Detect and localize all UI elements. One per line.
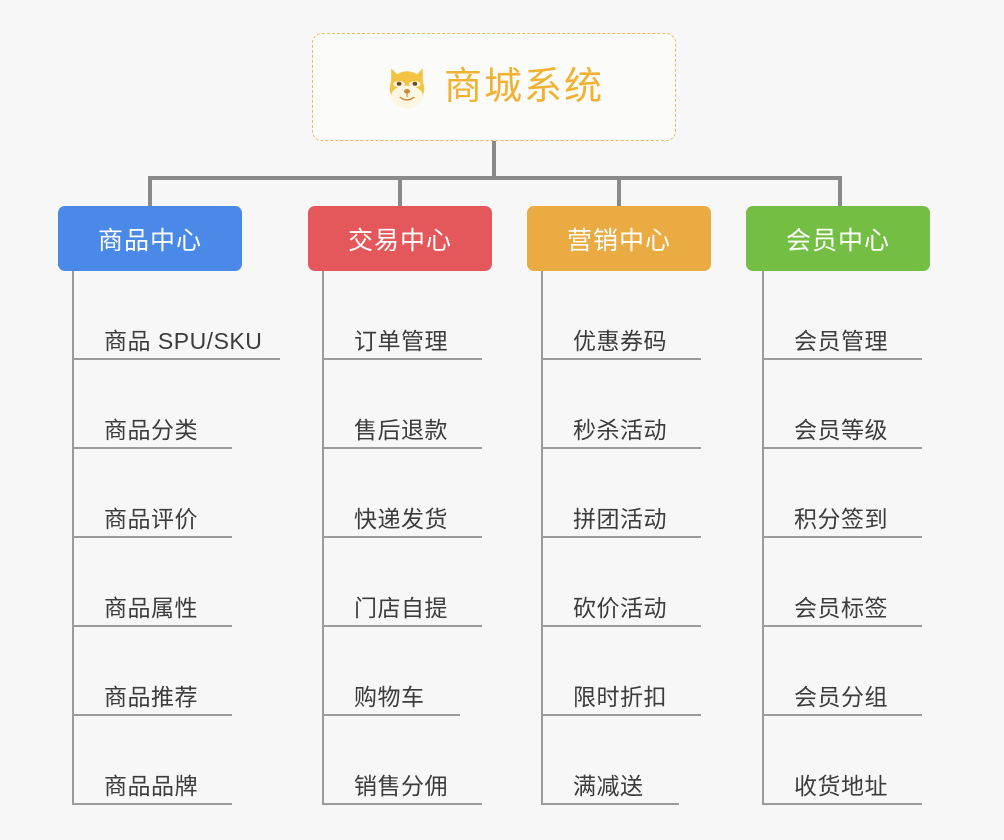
leaf-item[interactable]: 售后退款 (322, 360, 482, 449)
leaf-item[interactable]: 优惠券码 (541, 271, 701, 360)
leaf-item-label: 积分签到 (794, 505, 888, 532)
leaf-item-label: 售后退款 (354, 416, 448, 443)
leaf-item-label: 拼团活动 (573, 505, 667, 532)
leaf-item[interactable]: 销售分佣 (322, 716, 482, 805)
leaf-item[interactable]: 门店自提 (322, 538, 482, 627)
category-label: 商品中心 (97, 226, 202, 255)
leaf-item-label: 商品推荐 (104, 683, 198, 710)
branch-drop-line (617, 176, 621, 206)
category-label: 营销中心 (566, 226, 671, 255)
leaf-item[interactable]: 购物车 (322, 627, 460, 716)
leaf-item-label: 会员分组 (794, 683, 888, 710)
leaf-item-label: 秒杀活动 (573, 416, 667, 443)
leaf-item-label: 商品分类 (104, 416, 198, 443)
leaf-trunk-line (72, 271, 74, 805)
shiba-dog-icon (389, 68, 425, 109)
leaf-item[interactable]: 商品评价 (72, 449, 232, 538)
leaf-trunk-line (762, 271, 764, 805)
leaf-item[interactable]: 会员等级 (762, 360, 922, 449)
leaf-item[interactable]: 砍价活动 (541, 538, 701, 627)
leaf-item[interactable]: 积分签到 (762, 449, 922, 538)
leaf-item[interactable]: 订单管理 (322, 271, 482, 360)
leaf-item-label: 限时折扣 (573, 683, 667, 710)
leaf-item-label: 门店自提 (354, 594, 448, 621)
leaf-item-label: 优惠券码 (573, 327, 667, 354)
leaf-item[interactable]: 满减送 (541, 716, 679, 805)
branch-drop-line (398, 176, 402, 206)
leaf-item[interactable]: 快递发货 (322, 449, 482, 538)
leaf-item[interactable]: 拼团活动 (541, 449, 701, 538)
leaf-item-label: 会员管理 (794, 327, 888, 354)
branch-drop-line (148, 176, 152, 206)
leaf-column-2: 订单管理售后退款快递发货门店自提购物车销售分佣 (322, 271, 522, 805)
root-connector-bar (148, 176, 838, 180)
category-label: 交易中心 (347, 226, 452, 255)
leaf-item[interactable]: 商品属性 (72, 538, 232, 627)
category-box-3[interactable]: 营销中心 (527, 206, 711, 271)
leaf-item[interactable]: 商品分类 (72, 360, 232, 449)
leaf-item-label: 砍价活动 (573, 594, 667, 621)
leaf-item[interactable]: 商品推荐 (72, 627, 232, 716)
root-title: 商城系统 (443, 66, 604, 108)
leaf-item[interactable]: 秒杀活动 (541, 360, 701, 449)
leaf-item[interactable]: 会员分组 (762, 627, 922, 716)
leaf-item-label: 会员等级 (794, 416, 888, 443)
root-connector-stem (492, 141, 496, 178)
leaf-item[interactable]: 会员管理 (762, 271, 922, 360)
category-box-2[interactable]: 交易中心 (308, 206, 492, 271)
leaf-item[interactable]: 收货地址 (762, 716, 922, 805)
leaf-column-1: 商品 SPU/SKU 商品分类商品评价商品属性商品推荐商品品牌 (72, 271, 320, 805)
leaf-item-label: 商品评价 (104, 505, 198, 532)
leaf-trunk-line (541, 271, 543, 805)
leaf-item-label: 快递发货 (354, 505, 448, 532)
leaf-item[interactable]: 会员标签 (762, 538, 922, 627)
leaf-item-label: 收货地址 (794, 772, 888, 799)
leaf-item[interactable]: 商品 SPU/SKU (72, 271, 280, 360)
category-label: 会员中心 (785, 226, 890, 255)
leaf-item-label: 商品 SPU/SKU (104, 327, 263, 354)
leaf-item[interactable]: 限时折扣 (541, 627, 701, 716)
category-box-4[interactable]: 会员中心 (746, 206, 930, 271)
leaf-column-4: 会员管理会员等级积分签到会员标签会员分组收货地址 (762, 271, 962, 805)
leaf-item-label: 购物车 (354, 683, 425, 710)
root-node[interactable]: 商城系统 (312, 33, 676, 141)
leaf-item-label: 订单管理 (354, 327, 448, 354)
leaf-item-label: 销售分佣 (354, 772, 448, 799)
category-box-1[interactable]: 商品中心 (58, 206, 242, 271)
leaf-item[interactable]: 商品品牌 (72, 716, 232, 805)
leaf-item-label: 商品品牌 (104, 772, 198, 799)
leaf-column-3: 优惠券码秒杀活动拼团活动砍价活动限时折扣满减送 (541, 271, 741, 805)
leaf-trunk-line (322, 271, 324, 805)
leaf-item-label: 商品属性 (104, 594, 198, 621)
leaf-item-label: 满减送 (573, 772, 644, 799)
branch-drop-line (838, 176, 842, 206)
leaf-item-label: 会员标签 (794, 594, 888, 621)
